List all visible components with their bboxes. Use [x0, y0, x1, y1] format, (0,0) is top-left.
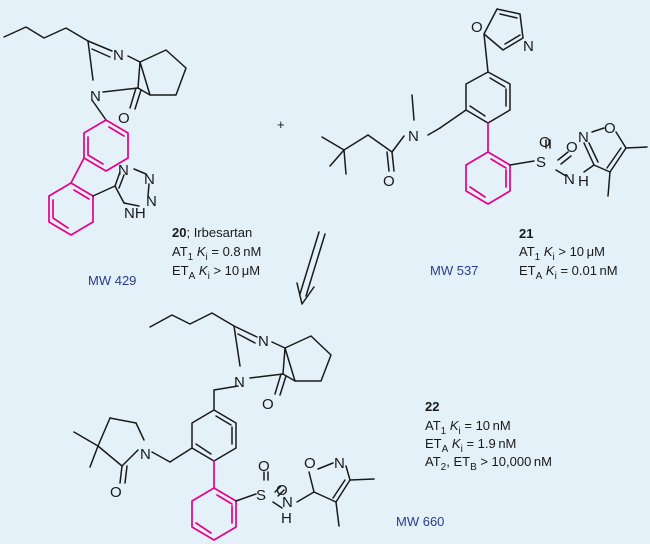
- atom-n: N: [146, 193, 157, 210]
- compound-22-at2-etb: AT2, ETB > 10,000 nM: [425, 454, 552, 473]
- atom-o: O: [304, 455, 316, 472]
- atom-n: N: [258, 333, 269, 350]
- atom-n: N: [334, 455, 345, 472]
- atom-n: N: [564, 171, 575, 188]
- atom-s: S: [256, 487, 266, 504]
- compound-20-at1: AT1 Ki = 0.8 nM: [172, 244, 261, 263]
- atom-n: N: [113, 47, 124, 64]
- atom-o: O: [539, 134, 551, 151]
- compound-22-at1: AT1 Ki = 10 nM: [425, 418, 511, 437]
- atom-o: O: [566, 139, 578, 156]
- atom-s: S: [536, 154, 546, 171]
- compound-21-mw: MW 537: [430, 263, 478, 278]
- atom-n: N: [90, 88, 101, 105]
- atom-o: O: [258, 458, 270, 475]
- atom-o: O: [110, 484, 122, 501]
- compound-20-eta: ETA Ki > 10 μM: [172, 263, 260, 282]
- compound-22-eta: ETA Ki = 1.9 nM: [425, 436, 516, 455]
- atom-o: O: [383, 173, 395, 190]
- compound-21-at1: AT1 Ki > 10 μM: [519, 244, 605, 263]
- atom-n: N: [282, 494, 293, 511]
- compound-21-number: 21: [519, 226, 533, 241]
- compound-21-eta: ETA Ki = 0.01 nM: [519, 263, 618, 282]
- atom-n: N: [144, 171, 155, 188]
- plus-sign: +: [277, 117, 285, 132]
- compound-20-label: 20; Irbesartan: [172, 225, 252, 240]
- compound-20-structure: [3, 26, 187, 236]
- atom-o: O: [118, 110, 130, 127]
- compound-20-number: 20: [172, 225, 186, 240]
- atom-n: N: [234, 374, 245, 391]
- atom-n: N: [140, 446, 151, 463]
- compound-20-mw: MW 429: [88, 273, 136, 288]
- atom-n: N: [408, 128, 419, 145]
- atom-o: O: [471, 19, 483, 36]
- compound-22-number: 22: [425, 399, 439, 414]
- compound-22-structure: [73, 312, 375, 541]
- atom-h: H: [281, 510, 292, 527]
- atom-o: O: [604, 120, 616, 137]
- atom-n: N: [578, 129, 589, 146]
- atom-h: H: [578, 173, 589, 190]
- compound-22-mw: MW 660: [396, 514, 444, 529]
- reaction-arrow: [296, 231, 326, 305]
- atom-nh: NH: [124, 205, 146, 222]
- atom-n: N: [523, 38, 534, 55]
- compound-20-name: ; Irbesartan: [186, 225, 252, 240]
- atom-o: O: [276, 482, 288, 499]
- atom-n: N: [118, 162, 129, 179]
- compound-21-structure: [321, 8, 648, 205]
- atom-o: O: [262, 396, 274, 413]
